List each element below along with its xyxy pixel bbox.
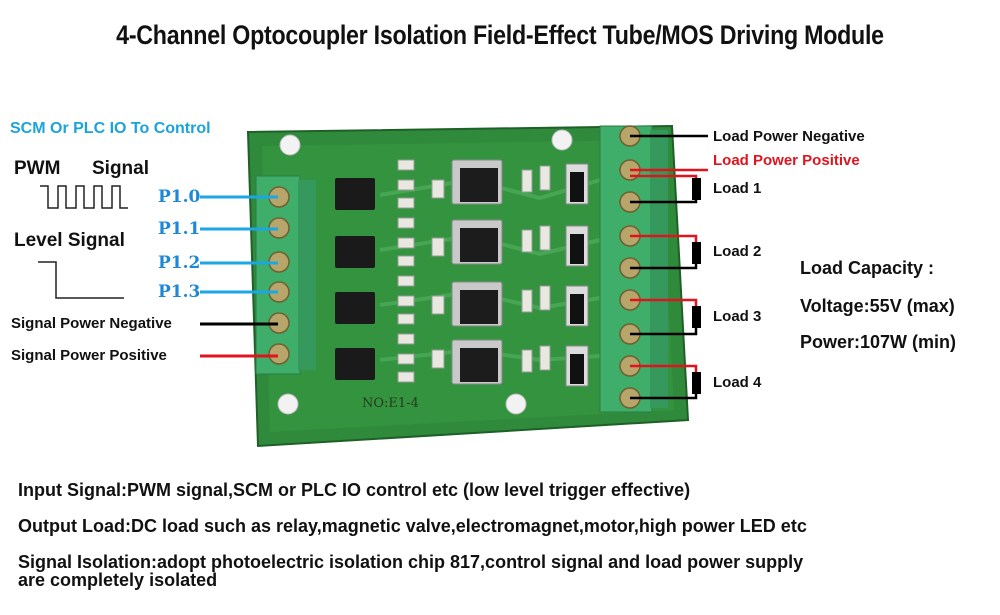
scm-control-label: SCM Or PLC IO To Control [10, 120, 211, 137]
level-waveform [38, 261, 124, 299]
board-label: NO:E1-4 [362, 396, 419, 411]
signal-isolation-text: Signal Isolation:adopt photoelectric iso… [18, 552, 804, 572]
load-1-label: Load 1 [713, 180, 762, 197]
smd-components [521, 165, 551, 373]
output-load-text: Output Load:DC load such as relay,magnet… [18, 516, 807, 536]
resistors [397, 159, 445, 383]
page-title: 4-Channel Optocoupler Isolation Field-Ef… [116, 20, 884, 50]
load-power-positive-label: Load Power Positive [713, 152, 860, 169]
load-capacity-heading: Load Capacity : [800, 258, 935, 278]
pin-p1-0: P1.0 [158, 187, 201, 207]
voltage-spec: Voltage:55V (max) [800, 296, 955, 316]
pin-p1-3: P1.3 [158, 282, 201, 302]
load-4-label: Load 4 [713, 374, 762, 391]
pin-p1-2: P1.2 [158, 253, 201, 273]
signal-label: Signal [92, 158, 150, 179]
load-2-label: Load 2 [713, 243, 762, 260]
optocoupler-chips [335, 178, 375, 380]
level-signal-label: Level Signal [14, 230, 125, 251]
mosfet-transistors [451, 159, 503, 385]
signal-isolation-text-cont: are completely isolated [18, 570, 218, 590]
pin-p1-1: P1.1 [158, 219, 201, 239]
signal-power-negative-label: Signal Power Negative [11, 315, 172, 332]
input-signal-text: Input Signal:PWM signal,SCM or PLC IO co… [18, 480, 691, 500]
power-spec: Power:107W (min) [800, 332, 957, 352]
signal-power-positive-label: Signal Power Positive [11, 347, 167, 364]
pwm-label: PWM [14, 158, 61, 179]
signal-wires [200, 195, 278, 358]
diodes [565, 163, 589, 387]
load-symbols [692, 178, 701, 394]
load-power-negative-label: Load Power Negative [713, 128, 865, 145]
pwm-waveform [40, 185, 128, 209]
left-terminal-block [255, 175, 316, 375]
load-3-label: Load 3 [713, 308, 762, 325]
right-terminal-block [599, 125, 668, 413]
